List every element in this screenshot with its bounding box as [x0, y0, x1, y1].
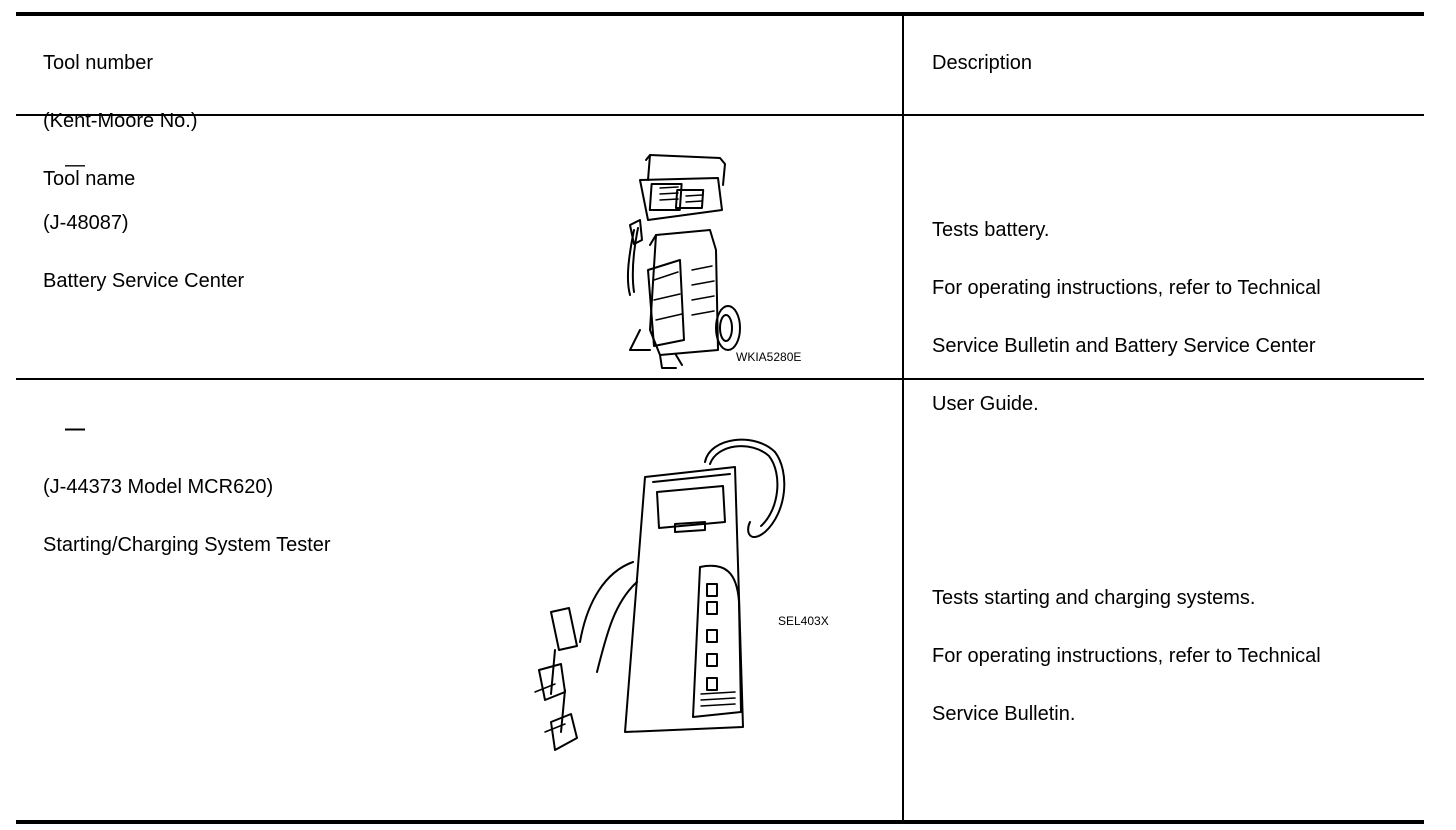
row-1-description-line: For operating instructions, refer to Tec…	[932, 277, 1321, 299]
row-1-kent-moore: (J-48087)	[43, 212, 129, 234]
row-2-tool-name: Starting/Charging System Tester	[43, 534, 331, 556]
header-tool-number: Tool number	[43, 52, 154, 74]
figure-id-row-1: WKIA5280E	[736, 350, 802, 364]
battery-service-center-illustration	[626, 154, 741, 369]
header-description: Description	[932, 52, 1033, 74]
header-kent-moore: (Kent-Moore No.)	[43, 110, 198, 132]
row-2-kent-moore: (J-44373 Model MCR620)	[43, 476, 274, 498]
row-2-description-line: Tests starting and charging systems.	[932, 587, 1256, 609]
charging-system-tester-illustration	[534, 438, 786, 751]
table-row-2-description: Tests starting and charging systems. For…	[932, 555, 1321, 758]
table-column-divider	[902, 16, 904, 820]
header-tool-column: Tool number (Kent-Moore No.) Tool name	[43, 20, 198, 223]
row-1-tool-name: Battery Service Center	[43, 270, 245, 292]
table-header-rule	[16, 114, 1424, 116]
row-2-description-line: For operating instructions, refer to Tec…	[932, 645, 1321, 667]
row-2-description-line: Service Bulletin.	[932, 703, 1076, 725]
row-1-description-line: Service Bulletin and Battery Service Cen…	[932, 335, 1316, 357]
table-row-1-description: Tests battery. For operating instruction…	[932, 187, 1321, 448]
table-bottom-rule	[16, 820, 1424, 824]
table-row-divider	[16, 378, 1424, 380]
row-2-tool-number: —	[65, 418, 85, 440]
row-1-tool-number: —	[65, 154, 85, 176]
row-1-description-line: User Guide.	[932, 393, 1039, 415]
row-1-description-line: Tests battery.	[932, 219, 1050, 241]
table-row-1-tool: — (J-48087) Battery Service Center	[43, 122, 244, 325]
table-top-rule	[16, 12, 1424, 16]
header-tool-name: Tool name	[43, 168, 136, 190]
figure-id-row-2: SEL403X	[778, 614, 829, 628]
table-row-2-tool: — (J-44373 Model MCR620) Starting/Chargi…	[43, 386, 331, 589]
